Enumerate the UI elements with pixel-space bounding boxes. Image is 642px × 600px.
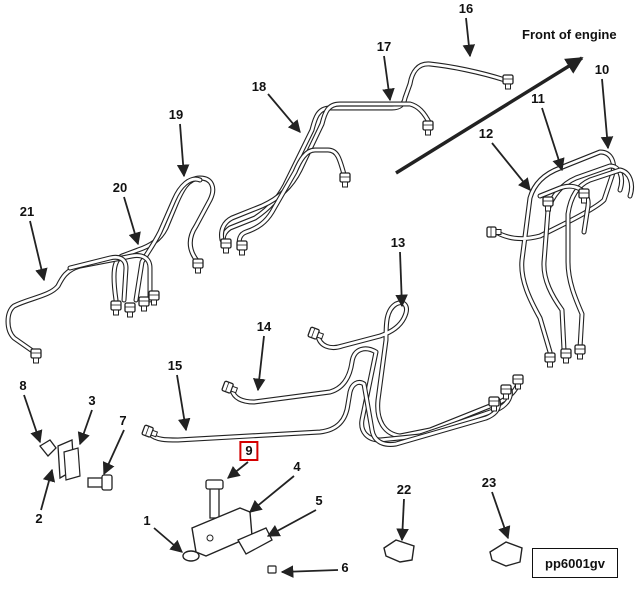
fuel-line-12 (493, 149, 616, 355)
leader-12 (491, 142, 531, 191)
front-of-engine-arrow (395, 56, 584, 175)
fuel-line-18 (236, 147, 348, 249)
callout-23[interactable]: 23 (481, 475, 497, 490)
leader-4 (249, 475, 295, 513)
clamp-23 (489, 541, 523, 567)
fitting-18b-nut (236, 240, 248, 256)
callout-16[interactable]: 16 (458, 1, 474, 16)
leader-8 (23, 394, 43, 444)
leader-16 (462, 17, 476, 58)
fitting-20a-nut (110, 300, 122, 316)
leader-1 (153, 527, 183, 553)
clamp-5 (237, 527, 273, 555)
leader-21 (29, 220, 48, 282)
fitting-12-nut (486, 226, 502, 238)
washer-1 (182, 550, 200, 562)
fitting-20d-nut (148, 290, 160, 306)
callout-15[interactable]: 15 (167, 358, 183, 373)
callout-8[interactable]: 8 (19, 378, 27, 393)
leader-19 (176, 123, 190, 178)
callout-20[interactable]: 20 (112, 180, 128, 195)
reference-code: pp6001gv (545, 555, 605, 571)
fitting-13-nut (307, 326, 325, 340)
leader-11 (541, 107, 565, 172)
fuel-line-15 (147, 379, 501, 447)
fitting-20b-nut (124, 302, 136, 318)
fitting-19-nut (192, 258, 204, 274)
leader-23 (491, 491, 511, 540)
leader-5 (266, 509, 317, 537)
fitting-12b-nut (544, 352, 556, 368)
leader-9 (227, 461, 249, 479)
fuel-line-16 (220, 61, 508, 247)
fitting-18a-nut (220, 238, 232, 254)
fitting-15-nut (141, 424, 159, 438)
leader-13 (395, 251, 408, 308)
leader-15 (176, 374, 191, 432)
leader-22 (396, 498, 409, 542)
fitting-11d-nut (578, 188, 590, 204)
callout-7[interactable]: 7 (119, 413, 127, 428)
clamp-22 (383, 539, 415, 563)
clamp-2 (63, 447, 81, 481)
leader-17 (382, 55, 395, 102)
bolt-9-shank (209, 485, 220, 519)
fuel-line-17 (219, 101, 433, 243)
bolt-7-head (101, 474, 113, 491)
callout-6[interactable]: 6 (341, 560, 349, 575)
fitting-11c-nut (542, 196, 554, 212)
bracket-4-hole (206, 534, 214, 542)
callout-21[interactable]: 21 (19, 204, 35, 219)
front-of-engine-label: Front of engine (522, 27, 617, 42)
leader-20 (123, 196, 141, 246)
leader-10 (600, 78, 614, 150)
leader-3 (77, 409, 93, 446)
callout-12[interactable]: 12 (478, 126, 494, 141)
bolt-9-head (205, 479, 224, 490)
fuel-line-19 (111, 175, 216, 303)
fitting-14b-nut (500, 384, 512, 400)
callout-2[interactable]: 2 (35, 511, 43, 526)
callout-19[interactable]: 19 (168, 107, 184, 122)
callout-10[interactable]: 10 (594, 62, 610, 77)
fitting-15b-nut (488, 396, 500, 412)
fitting-17-nut (422, 120, 434, 136)
callout-13[interactable]: 13 (390, 235, 406, 250)
callout-5[interactable]: 5 (315, 493, 323, 508)
leader-6 (280, 565, 339, 578)
leader-14 (252, 335, 266, 392)
fitting-13b-nut (512, 374, 524, 390)
fuel-line-21 (5, 253, 153, 355)
fitting-14-nut (221, 380, 239, 394)
fitting-16-nut (502, 74, 514, 90)
callout-1[interactable]: 1 (143, 513, 151, 528)
fuel-line-10 (565, 167, 635, 351)
fitting-20c-nut (138, 296, 150, 312)
fuel-line-20 (67, 254, 129, 303)
callout-14[interactable]: 14 (256, 319, 272, 334)
callout-9-highlighted[interactable]: 9 (239, 441, 259, 461)
leader-18 (267, 93, 301, 133)
callout-17[interactable]: 17 (376, 39, 392, 54)
leader-7 (102, 429, 125, 476)
callout-4[interactable]: 4 (293, 459, 301, 474)
callout-11[interactable]: 11 (531, 91, 545, 106)
leader-2 (40, 468, 56, 511)
callout-22[interactable]: 22 (396, 482, 412, 497)
fitting-18-nut (339, 172, 351, 188)
callout-18[interactable]: 18 (251, 79, 267, 94)
callout-3[interactable]: 3 (88, 393, 96, 408)
screw-6 (267, 565, 277, 574)
nut-8 (39, 439, 57, 457)
fitting-11-nut (560, 348, 572, 364)
fitting-10-nut (574, 344, 586, 360)
fitting-21-nut (30, 348, 42, 364)
reference-code-box: pp6001gv (532, 548, 618, 578)
